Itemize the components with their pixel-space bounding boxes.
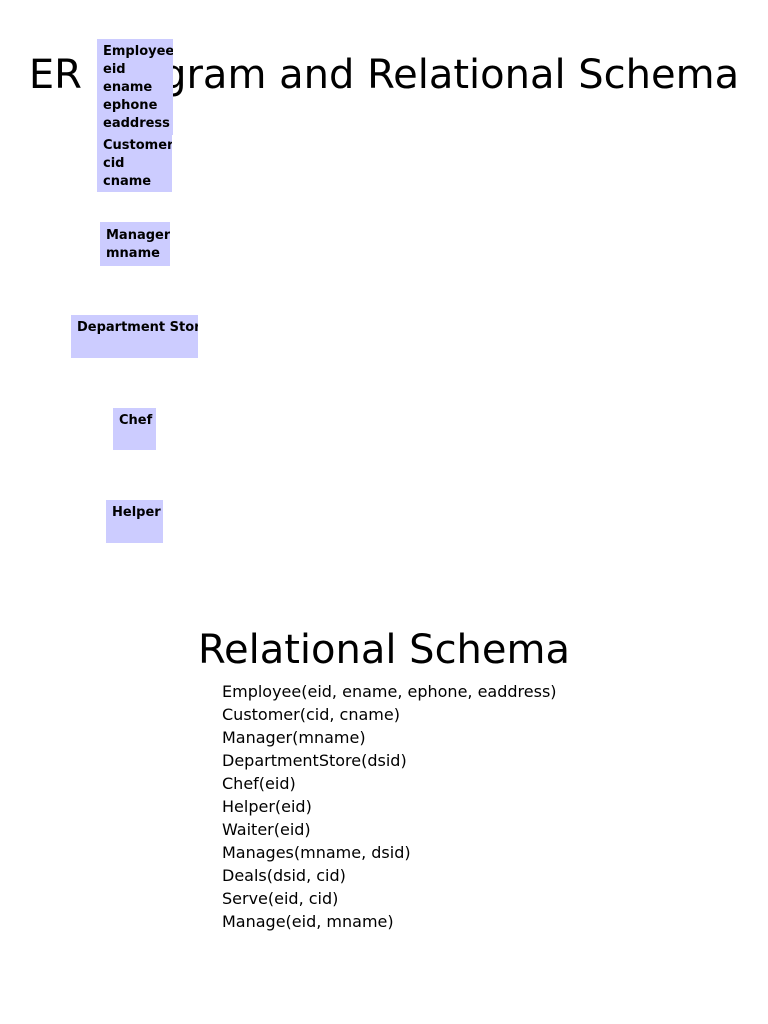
- entity-helper: Helper: [106, 500, 163, 543]
- entity-chef: Chef: [113, 408, 156, 450]
- entity-name: Helper: [112, 505, 161, 520]
- entity-attribute: eid: [103, 62, 126, 77]
- relation-item: Customer(cid, cname): [222, 705, 400, 724]
- entity-attribute: cname: [103, 174, 152, 189]
- entity-attribute: ename: [103, 80, 153, 95]
- entity-attribute: ephone: [103, 98, 158, 113]
- entity-manager: Manager mname: [100, 222, 170, 266]
- entity-name: Chef: [119, 413, 153, 428]
- relation-item: Employee(eid, ename, ephone, eaddress): [222, 682, 557, 701]
- entity-attribute: eaddress: [103, 116, 170, 131]
- entity-department-store: Department Store: [71, 315, 198, 358]
- relation-item: Deals(dsid, cid): [222, 866, 346, 885]
- schema-title: Relational Schema: [197, 627, 570, 673]
- relation-item: Chef(eid): [222, 774, 296, 793]
- entity-name: Employee: [103, 44, 173, 59]
- entity-customer: Customer cid cname: [97, 133, 172, 192]
- relation-item: Waiter(eid): [222, 820, 311, 839]
- entity-name: Customer: [103, 138, 172, 153]
- relation-item: Manages(mname, dsid): [222, 843, 411, 862]
- relation-item: Helper(eid): [222, 797, 312, 816]
- entity-name: Manager: [106, 228, 170, 243]
- relation-item: Serve(eid, cid): [222, 889, 339, 908]
- relation-list: Employee(eid, ename, ephone, eaddress) C…: [222, 680, 557, 933]
- relation-item: DepartmentStore(dsid): [222, 751, 407, 770]
- relation-item: Manage(eid, mname): [222, 912, 394, 931]
- relation-item: Manager(mname): [222, 728, 366, 747]
- entity-attribute: mname: [106, 246, 160, 261]
- entity-employee: Employee eid ename ephone eaddress: [97, 39, 173, 135]
- entity-name: Department Store: [77, 320, 198, 335]
- entity-attribute: cid: [103, 156, 125, 171]
